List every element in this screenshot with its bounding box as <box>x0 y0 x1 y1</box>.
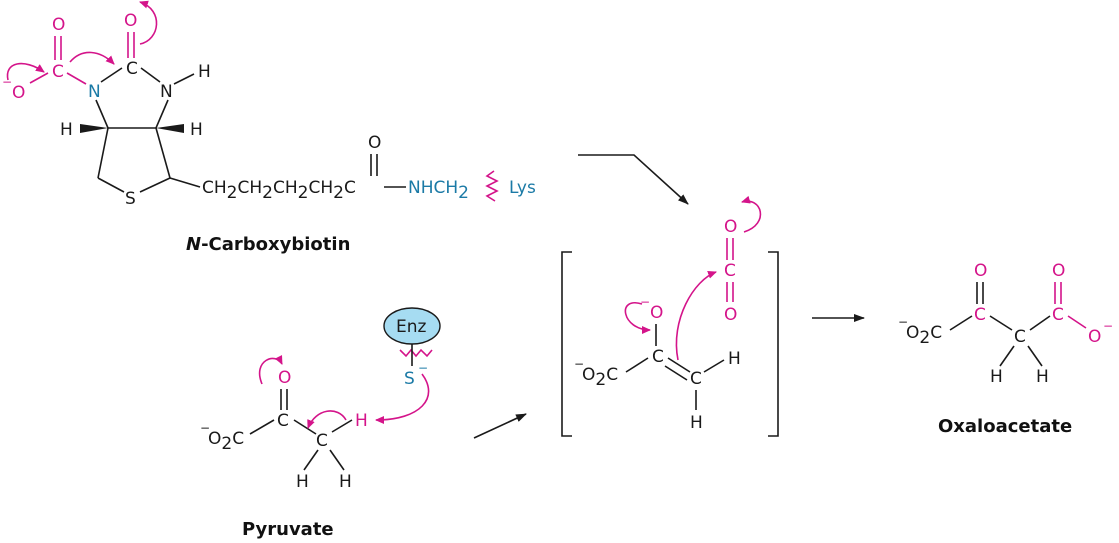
svg-text:−: − <box>418 361 428 375</box>
svg-text:−: − <box>574 357 584 371</box>
ring-s: S <box>125 189 136 209</box>
oxalo-keto-c: C <box>974 305 986 325</box>
curved-arrow-o-to-c <box>6 62 45 81</box>
oxalo-h-left: H <box>990 367 1003 387</box>
label-oxaloacetate: Oxaloacetate <box>938 416 1072 437</box>
pyruvate-h-left: H <box>296 472 309 492</box>
co2-o-bottom: O <box>724 305 737 325</box>
co2-o-top: O <box>724 217 737 237</box>
ring-h-right: H <box>190 120 203 140</box>
carboxyl-o-minus: O <box>12 83 25 103</box>
nhch2: NHCH2 <box>408 178 469 203</box>
lysine: Lys <box>509 178 536 198</box>
enzyme-name: Enz <box>396 317 427 337</box>
enolate-c3: C <box>690 369 702 389</box>
enzyme-thiolate: S <box>404 369 415 389</box>
enolate-h-bottom: H <box>690 413 703 433</box>
arrow-pyruvate-to-intermediate <box>473 413 527 439</box>
biotin-urea-c: C <box>126 59 138 79</box>
oxalo-carboxyl-o-top: O <box>1052 261 1065 281</box>
curved-arrow-co-to-o <box>139 0 158 45</box>
oxalo-ch2: C <box>1014 327 1026 347</box>
svg-text:−: − <box>640 295 650 309</box>
oxalo-carboxyl-o-minus: O <box>1088 327 1101 347</box>
amide-o: O <box>368 133 381 153</box>
curved-arrow-c-n <box>69 51 115 65</box>
pyruvate-h-right: H <box>339 472 352 492</box>
pyruvate-structure: O C − O2C C H H H <box>200 355 368 492</box>
enolate-h-right: H <box>728 349 741 369</box>
enolate-o: O <box>650 303 663 323</box>
svg-text:−: − <box>1103 319 1113 333</box>
svg-text:−: − <box>2 75 12 89</box>
label-pyruvate: Pyruvate <box>242 519 334 540</box>
nh-hydrogen: H <box>198 62 211 82</box>
oxalo-keto-o: O <box>974 261 987 281</box>
oxalo-carboxyl-c: C <box>1052 305 1064 325</box>
carboxyl-o-top: O <box>52 15 65 35</box>
urea-o: O <box>124 11 137 31</box>
enolate-carboxylate: O2C <box>582 365 618 390</box>
label-n-carboxybiotin: N-Carboxybiotin <box>186 234 350 255</box>
side-chain: CH2CH2CH2CH2C <box>202 178 356 203</box>
svg-text:−: − <box>898 315 908 329</box>
oxalo-carboxylate-left: O2C <box>906 323 942 348</box>
biotin-n1: N <box>88 82 101 102</box>
co2-c: C <box>724 261 736 281</box>
curved-arrow-s-to-h <box>375 373 430 424</box>
oxaloacetate-structure: − O2C O C C C O O − H H <box>898 261 1113 387</box>
arrow-biotin-to-intermediate <box>578 154 689 205</box>
pyruvate-c2: C <box>277 411 289 431</box>
ring-h-left: H <box>60 120 73 140</box>
carboxyl-c: C <box>52 62 64 82</box>
oxalo-h-right: H <box>1036 367 1049 387</box>
svg-text:−: − <box>200 421 210 435</box>
pyruvate-keto-o: O <box>278 368 291 388</box>
n-carboxybiotin-structure: O C − O N C O N H H H S CH2CH2CH <box>2 0 536 209</box>
pyruvate-carboxylate: O2C <box>208 429 244 454</box>
enzyme: Enz S − <box>375 307 441 424</box>
acidic-h: H <box>355 411 368 431</box>
enolate-intermediate: O C O − O C − O2C C H H <box>561 195 779 437</box>
enolate-c2: C <box>652 347 664 367</box>
biotin-n3: N <box>160 82 173 102</box>
pyruvate-c3: C <box>316 431 328 451</box>
